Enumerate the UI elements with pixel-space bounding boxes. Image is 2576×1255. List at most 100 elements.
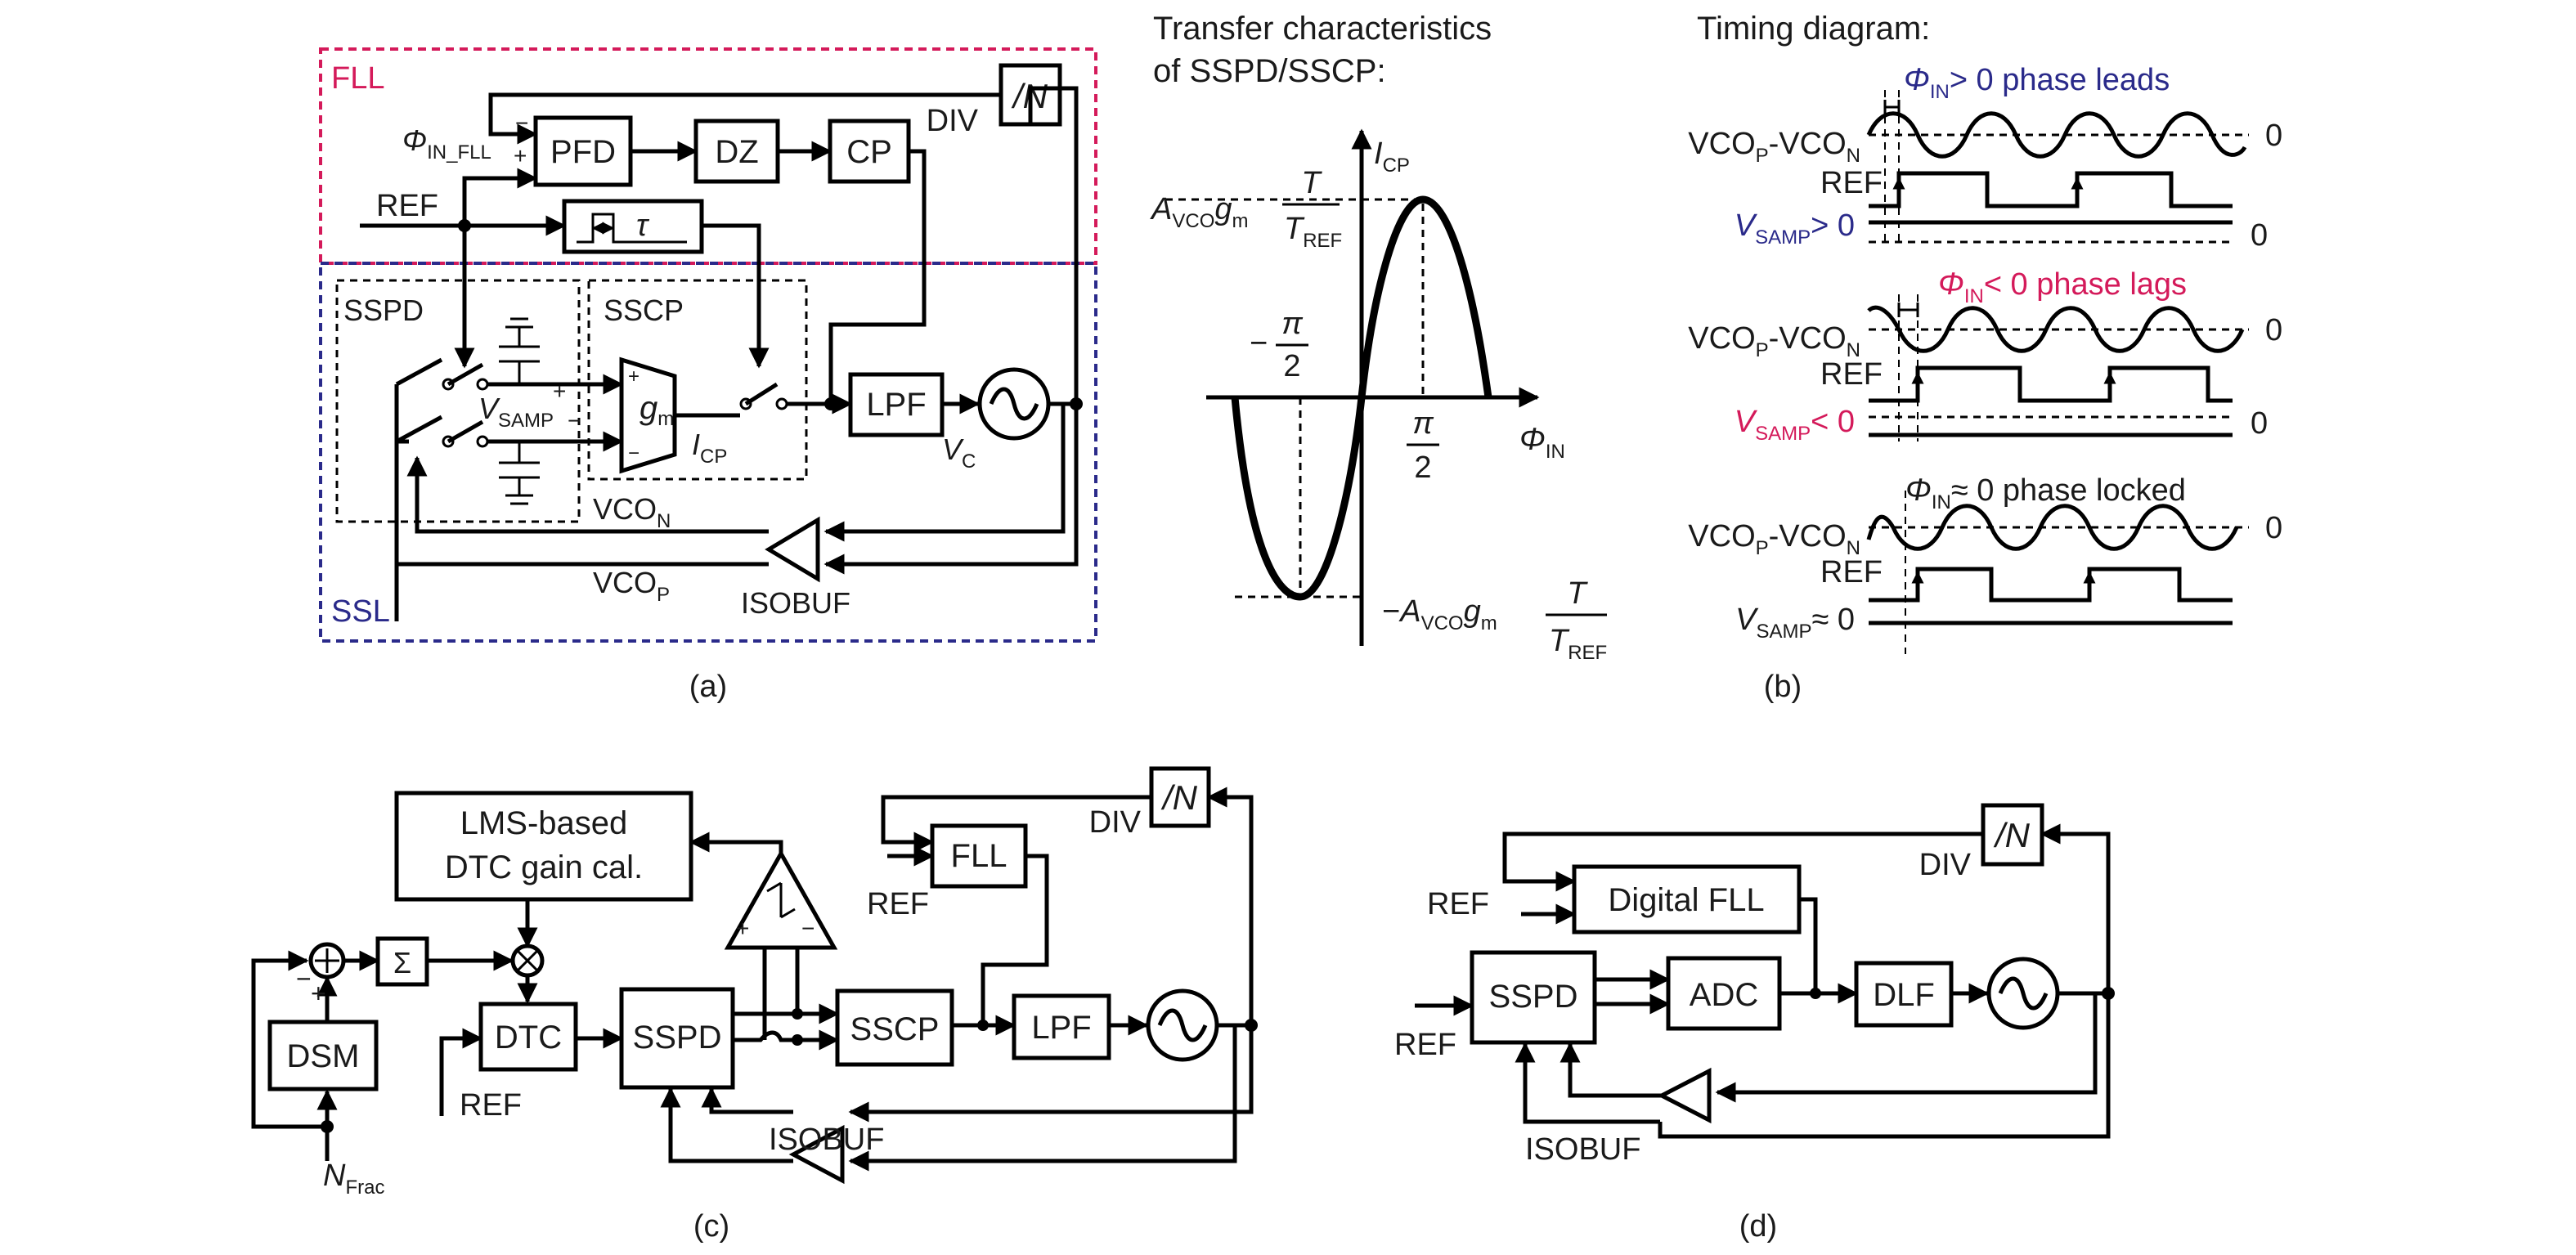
svg-text:T: T <box>1567 576 1588 611</box>
svg-text:2: 2 <box>1414 450 1431 485</box>
lpf-label-a: LPF <box>866 387 926 423</box>
sscp-label-c: SSCP <box>850 1011 940 1047</box>
svg-text:−: − <box>801 916 815 941</box>
phi-lead-label: ΦIN> 0 phase leads <box>1904 63 2170 103</box>
isobuf-label-a: ISOBUF <box>741 586 850 620</box>
delay-pulse <box>577 213 687 244</box>
icp-label-a: ICP <box>692 428 727 468</box>
ref-label-c2: REF <box>867 887 929 921</box>
digital-fll-block <box>1572 864 1802 935</box>
svg-text:TREF: TREF <box>1284 212 1342 252</box>
fll-label: FLL <box>331 61 384 96</box>
panel-c: LMS-based DTC gain cal. + − DSM − + NFra… <box>251 766 1258 1244</box>
transfer-title-line1: Transfer characteristics <box>1153 11 1492 47</box>
vsamp-lt-label: VSAMP< 0 <box>1735 405 1855 445</box>
ref-label-1: REF <box>1820 166 1883 200</box>
vsamp-gt-label: VSAMP> 0 <box>1735 208 1855 249</box>
x-axis-label: ΦIN <box>1519 423 1565 463</box>
digital-fll-label: Digital FLL <box>1608 882 1764 918</box>
vc-label: VC <box>942 433 976 473</box>
amax-label: AVCOgm <box>1150 192 1249 232</box>
ssl-region <box>319 262 1097 643</box>
sscp-block-c <box>835 988 954 1067</box>
div-block-c <box>1149 766 1211 828</box>
panel-d: Digital FLL /N DIV REF SSPD REF ADC DLF … <box>1394 803 2115 1244</box>
dsm-label: DSM <box>287 1038 360 1074</box>
svg-text:0: 0 <box>2265 119 2282 153</box>
svg-text:+: + <box>553 379 566 404</box>
svg-text:0: 0 <box>2265 313 2282 347</box>
adc-block <box>1666 956 1782 1031</box>
caption-d: (d) <box>1739 1209 1777 1244</box>
caption-c: (c) <box>693 1209 729 1244</box>
div-to-pfd <box>488 92 1001 145</box>
svg-text:0: 0 <box>2265 511 2282 545</box>
caption-a: (a) <box>689 670 727 704</box>
sspd-label-d: SSPD <box>1489 979 1578 1015</box>
ref-to-pfd <box>462 168 538 226</box>
ref-label-c: REF <box>460 1088 522 1123</box>
lms-cal-block <box>394 791 693 902</box>
ref-label-2: REF <box>1820 357 1883 392</box>
ref-wave-3 <box>1869 567 2233 603</box>
dtc-label: DTC <box>495 1020 562 1056</box>
transfer-title-line2: of SSPD/SSCP: <box>1153 53 1386 89</box>
svg-text:−: − <box>568 408 581 433</box>
ref-label-a: REF <box>376 189 438 223</box>
sscp-label: SSCP <box>604 294 684 327</box>
svg-text:−: − <box>628 442 640 464</box>
pos-pi: π <box>1412 406 1434 441</box>
tau-label: τ <box>636 208 650 243</box>
gm-block <box>619 356 677 474</box>
ref-label-d1: REF <box>1427 887 1489 921</box>
vco-label-3: VCOP-VCON <box>1688 519 1860 559</box>
svg-text:−: − <box>296 964 312 993</box>
cp-out <box>828 149 927 401</box>
fll-label-c: FLL <box>951 838 1008 874</box>
isobuf-c <box>788 1124 845 1185</box>
pfd-label: PFD <box>550 134 616 170</box>
div-out <box>1028 86 1060 124</box>
div-label-a: DIV <box>927 104 979 138</box>
amin-label: −AVCOgm <box>1382 594 1497 634</box>
isobuf-d <box>1657 1067 1712 1124</box>
dz-label: DZ <box>715 134 758 170</box>
dlf-label: DLF <box>1873 977 1935 1013</box>
div-n-label-c: /N <box>1160 778 1198 817</box>
phi-locked-label: ΦIN≈ 0 phase locked <box>1905 473 2186 513</box>
lms-line1: LMS-based <box>460 805 628 841</box>
cap-top <box>499 317 540 384</box>
sscp-region <box>587 279 808 481</box>
svg-text:TREF: TREF <box>1549 624 1607 664</box>
svg-text:Σ: Σ <box>393 946 411 979</box>
svg-text:2: 2 <box>1283 349 1300 383</box>
ref-wave-1 <box>1869 171 2233 208</box>
ref-label-3: REF <box>1820 555 1883 589</box>
cap-bottom <box>499 441 540 505</box>
vcop-label: VCOP <box>593 566 670 606</box>
panel-a: FLL SSL SSPD SSCP PFD DZ CP /N DIV τ REF <box>319 47 1097 704</box>
vco-label-2: VCOP-VCON <box>1688 321 1860 361</box>
vco-wave-1 <box>1866 111 2247 159</box>
delay-to-switch <box>702 223 770 369</box>
panel-b: Timing diagram: ΦIN> 0 phase leads VCOP-… <box>1688 11 2282 704</box>
switch-top <box>395 357 443 387</box>
phi-in-fll: ΦIN_FLL <box>402 123 491 164</box>
sine-curve <box>1231 195 1492 601</box>
lms-line2: DTC gain cal. <box>445 849 643 885</box>
ref-label-d2: REF <box>1394 1028 1456 1062</box>
vcop-wire <box>824 404 1079 575</box>
sscp-switch <box>744 382 779 406</box>
fll-region <box>319 47 1097 265</box>
svg-text:−: − <box>1250 326 1268 361</box>
vcon-label: VCON <box>593 492 671 532</box>
timing-title: Timing diagram: <box>1697 11 1930 47</box>
gm-label: gm <box>640 390 674 430</box>
pfd-block <box>533 115 633 187</box>
div-label-c: DIV <box>1089 805 1142 840</box>
isobuf-label-c: ISOBUF <box>769 1123 884 1157</box>
dsm-block <box>267 1020 379 1091</box>
neg-pi: π <box>1281 307 1304 341</box>
nfrac-label: NFrac <box>323 1159 384 1199</box>
